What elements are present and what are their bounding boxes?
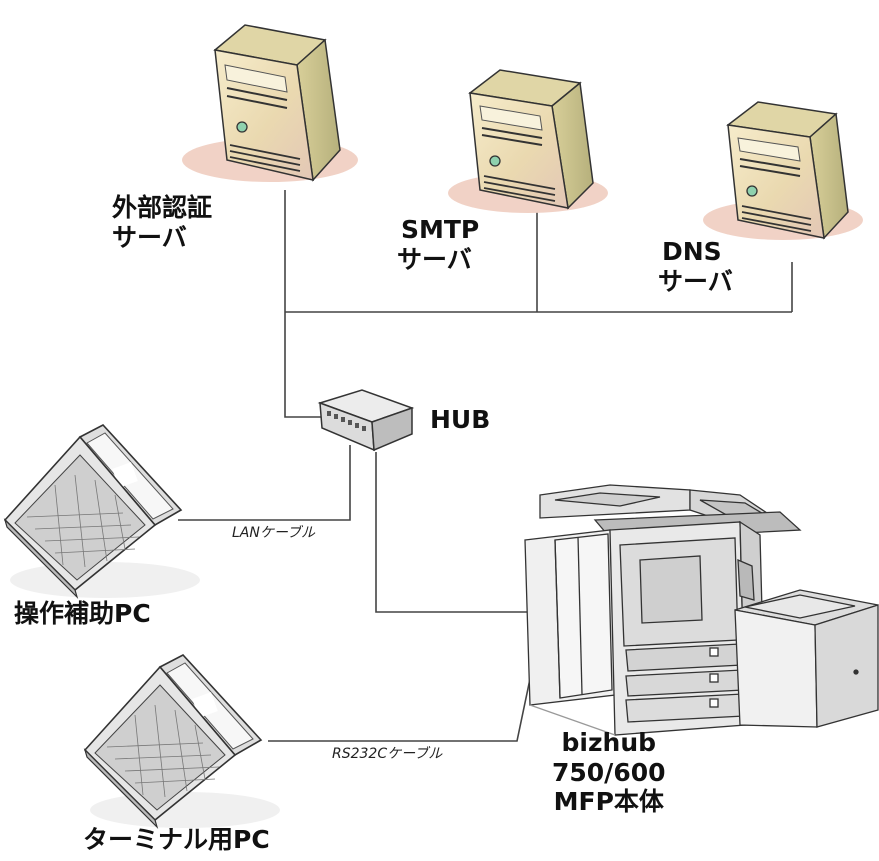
auth-server-label-line1: 外部認証	[112, 193, 213, 222]
dns-server-label: DNS サーバ	[658, 237, 733, 296]
line-hub-mfp	[375, 452, 537, 613]
mfp-label-line2: 750/600	[552, 757, 666, 787]
smtp-server-label: SMTP サーバ	[397, 215, 479, 274]
terminal-pc-label: ターミナル用PC	[83, 825, 270, 854]
auth-server-label: 外部認証 サーバ	[112, 193, 212, 252]
rs232c-cable-label: RS232Cケーブル	[332, 746, 443, 762]
line-lan-pc	[178, 445, 351, 521]
dns-server-label-line1: DNS	[662, 237, 722, 266]
terminal-pc-icon	[83, 654, 280, 830]
operation-pc-icon	[3, 424, 200, 600]
dns-server-label-line2: サーバ	[658, 266, 733, 296]
line-to-hub	[284, 312, 326, 418]
line-rs232c	[268, 654, 536, 742]
mfp-icon	[524, 484, 879, 736]
auth-server-icon	[182, 24, 358, 182]
network-lines	[178, 190, 793, 742]
smtp-server-icon	[448, 69, 608, 213]
lan-cable-label: LANケーブル	[232, 525, 316, 541]
dns-server-icon	[703, 101, 863, 240]
mfp-label-line3: MFP本体	[553, 787, 664, 816]
smtp-server-label-line2: サーバ	[397, 244, 472, 274]
mfp-label: bizhub 750/600 MFP本体	[552, 728, 666, 817]
auth-server-label-line2: サーバ	[112, 222, 187, 252]
hub-icon	[317, 389, 415, 452]
hub-label: HUB	[430, 405, 491, 434]
mfp-label-line1: bizhub	[561, 728, 657, 757]
operation-pc-label: 操作補助PC	[14, 599, 151, 628]
smtp-server-label-line1: SMTP	[401, 215, 480, 244]
